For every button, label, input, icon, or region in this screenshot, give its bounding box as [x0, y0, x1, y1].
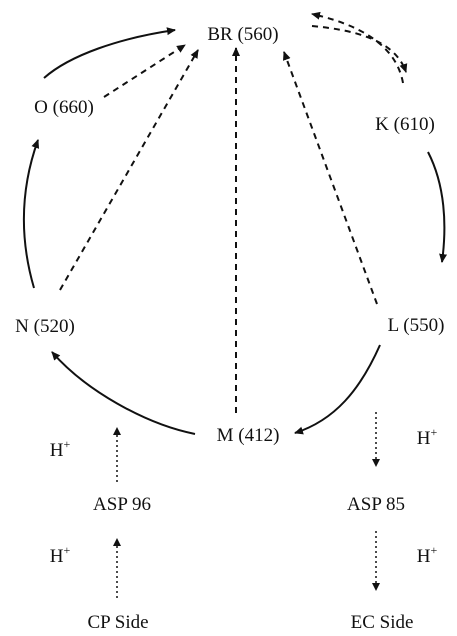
asp96-label: ASP 96: [93, 494, 151, 515]
proton-charge: +: [63, 542, 71, 557]
arrow-k-to-l: [427, 151, 448, 263]
proton-label-ec-lower: H+: [417, 541, 438, 567]
arrow-l-to-m: [294, 344, 381, 435]
proton-charge: +: [430, 424, 438, 439]
arrow-o-to-br: [43, 27, 176, 79]
state-m-label: M (412): [216, 425, 280, 446]
proton-symbol: H: [49, 440, 64, 462]
proton-symbol: H: [416, 428, 431, 450]
state-br-label: BR (560): [207, 24, 279, 45]
cp-side-label: CP Side: [87, 612, 149, 633]
arrow-n-to-o: [22, 139, 40, 289]
proton-charge: +: [63, 436, 71, 451]
arrow-n-to-br-dashed: [59, 49, 199, 291]
proton-symbol: H: [49, 546, 64, 568]
proton-symbol: H: [416, 546, 431, 568]
arrow-br-to-k: [311, 25, 408, 73]
arrow-o-to-br-dashed: [103, 44, 186, 98]
proton-label-cp-lower: H+: [50, 541, 71, 567]
state-l-label: L (550): [387, 315, 445, 336]
arrow-l-to-br-dashed: [283, 51, 378, 305]
state-o-label: O (660): [34, 97, 94, 118]
proton-label-ec-upper: H+: [417, 423, 438, 449]
ec-side-label: EC Side: [350, 612, 414, 633]
state-n-label: N (520): [15, 316, 75, 337]
asp85-label: ASP 85: [347, 494, 405, 515]
state-k-label: K (610): [375, 114, 435, 135]
arrow-k-to-br-dashed: [311, 11, 404, 84]
proton-label-cp-upper: H+: [50, 435, 71, 461]
arrow-m-to-n: [51, 351, 196, 435]
proton-charge: +: [430, 542, 438, 557]
